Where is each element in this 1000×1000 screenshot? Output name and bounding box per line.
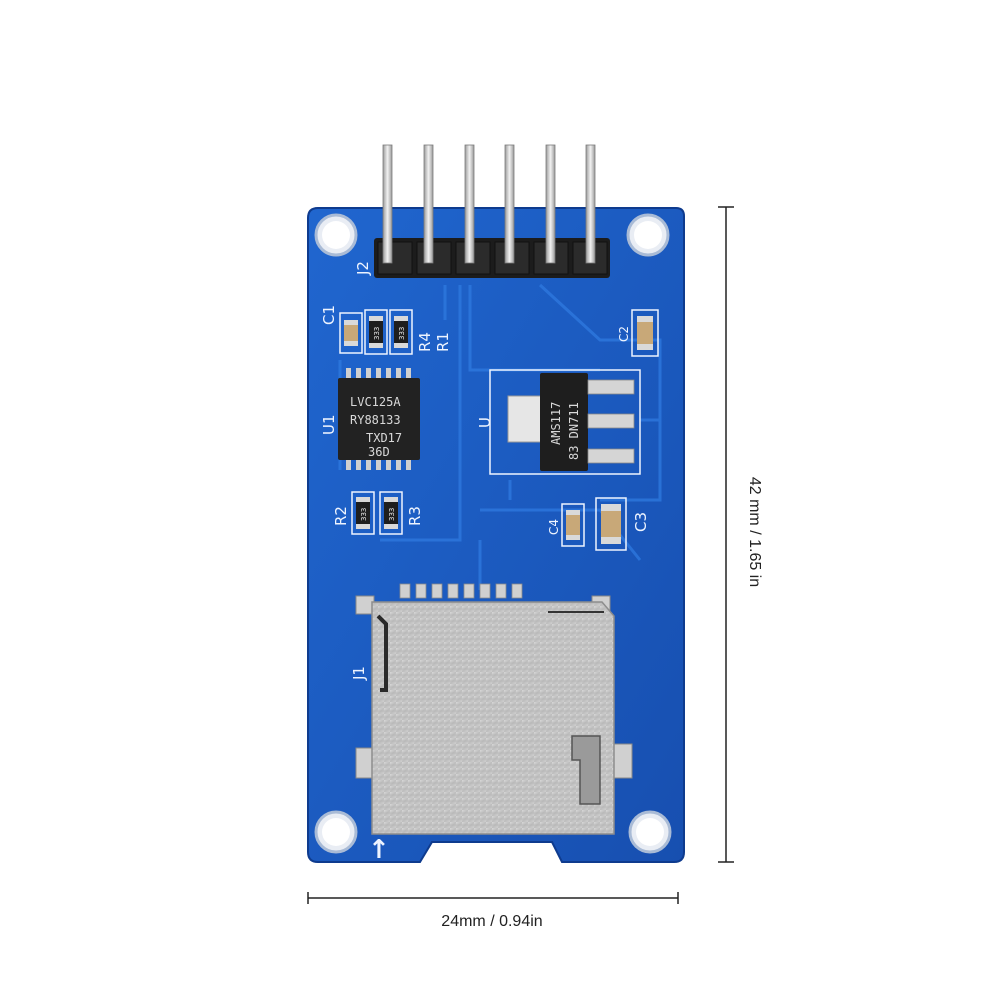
height-label: 42 mm / 1.65 in	[746, 477, 763, 587]
chip-u1-line-2: RY88133	[350, 413, 401, 427]
chip-u1: LVC125A RY88133 TXD17 36D	[338, 368, 420, 470]
label-c3: C3	[632, 512, 650, 532]
label-r1: R1	[434, 332, 452, 352]
resistor-r4-code: 333	[373, 327, 381, 340]
pin-header-j2	[374, 144, 610, 278]
capacitor-c3	[595, 497, 627, 551]
voltage-regulator-u: AMS117 83 DN711	[489, 369, 641, 475]
chip-u-line-1: AMS117	[549, 402, 563, 445]
resistor-r4: 333	[364, 309, 388, 355]
insert-arrow: ↑	[368, 835, 390, 865]
width-dimension-line	[307, 892, 679, 904]
label-u1: U1	[320, 414, 338, 435]
resistor-r3-code: 333	[388, 508, 396, 521]
capacitor-c1	[339, 312, 363, 354]
label-u: U	[476, 417, 494, 428]
resistor-r1: 333	[389, 309, 413, 355]
label-r4: R4	[416, 332, 434, 352]
label-j1: J1	[350, 666, 368, 681]
chip-u-line-2: 83 DN711	[567, 402, 581, 460]
height-dimension-line	[718, 206, 734, 863]
label-j2: J2	[354, 261, 372, 276]
chip-u1-line-3: TXD17	[366, 431, 402, 445]
label-c4: C4	[547, 519, 561, 535]
resistor-r1-code: 333	[398, 327, 406, 340]
chip-u1-line-4: 36D	[368, 445, 390, 459]
resistor-r3: 333	[379, 491, 403, 535]
mounting-hole-bottom-right	[628, 810, 672, 854]
label-c2: C2	[617, 326, 631, 342]
label-r3: R3	[406, 506, 424, 526]
chip-u1-line-1: LVC125A	[350, 395, 401, 409]
mounting-hole-bottom-left	[314, 810, 358, 854]
resistor-r2: 333	[351, 491, 375, 535]
label-c1: C1	[320, 305, 338, 325]
mounting-hole-top-left	[314, 213, 358, 257]
mounting-hole-top-right	[626, 213, 670, 257]
capacitor-c4	[561, 503, 585, 547]
microsd-card-slot	[355, 583, 633, 835]
label-r2: R2	[332, 506, 350, 526]
capacitor-c2	[631, 309, 659, 357]
width-label: 24mm / 0.94in	[441, 913, 542, 930]
resistor-r2-code: 333	[360, 508, 368, 521]
